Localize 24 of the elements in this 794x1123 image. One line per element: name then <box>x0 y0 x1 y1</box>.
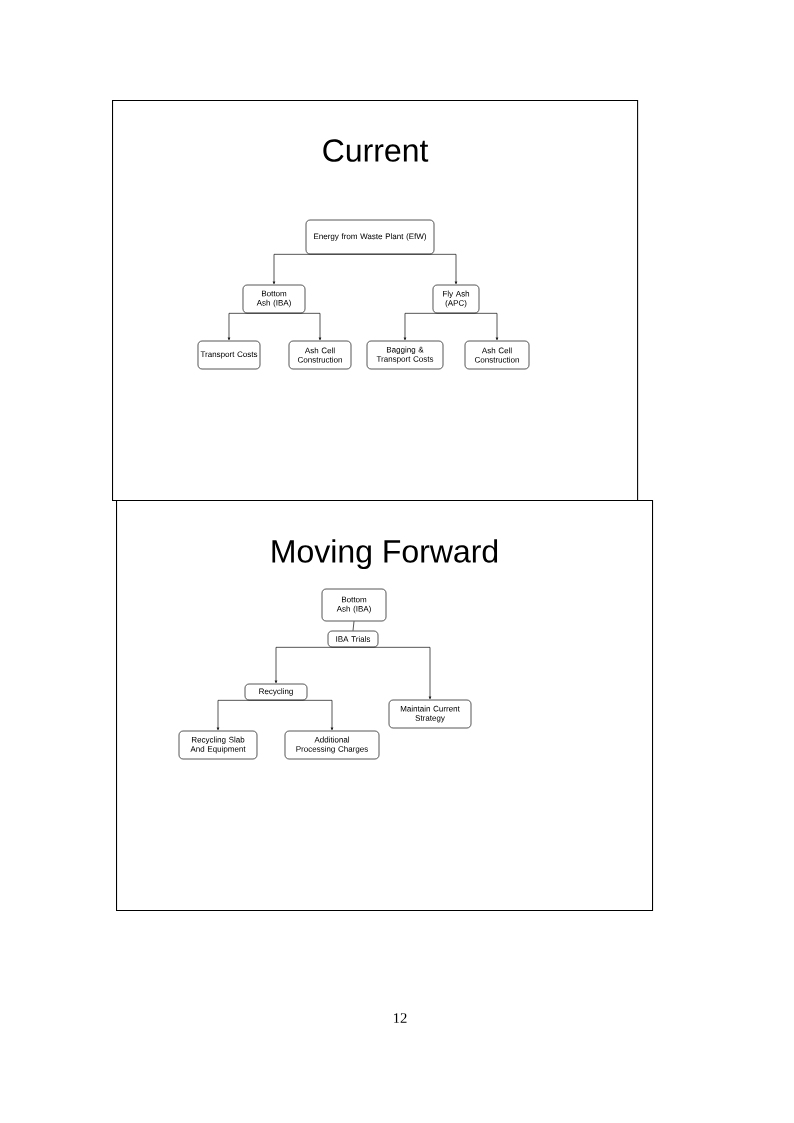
process-box: Energy from Waste Plant (EfW) <box>305 219 435 255</box>
connector-arrow <box>274 647 354 684</box>
page-number: 12 <box>393 1013 407 1023</box>
process-box: Transport Costs <box>197 340 261 370</box>
process-box: Bottom Ash (IBA) <box>242 284 306 314</box>
connector-arrow <box>275 700 334 731</box>
connector-arrow <box>369 254 458 285</box>
process-box: Bagging & Transport Costs <box>366 340 444 370</box>
process-box: Ash Cell Construction <box>288 340 352 370</box>
process-box: Recycling <box>244 683 308 701</box>
connector-arrow <box>352 647 432 700</box>
process-box: Ash Cell Construction <box>464 340 530 370</box>
connector-arrow <box>216 700 277 731</box>
connector-arrow <box>273 313 322 341</box>
connector-arrow <box>455 313 499 341</box>
process-box: IBA Trials <box>327 630 379 648</box>
process-box: Bottom Ash (IBA) <box>321 588 387 622</box>
connector-arrow <box>403 313 457 341</box>
process-box: Additional Processing Charges <box>284 730 380 760</box>
connector-arrow <box>227 313 275 341</box>
process-box: Maintain Current Strategy <box>388 699 472 729</box>
process-box: Recycling Slab And Equipment <box>178 730 258 760</box>
process-box: Fly Ash (APC) <box>432 284 480 314</box>
connector-arrow <box>272 254 371 285</box>
